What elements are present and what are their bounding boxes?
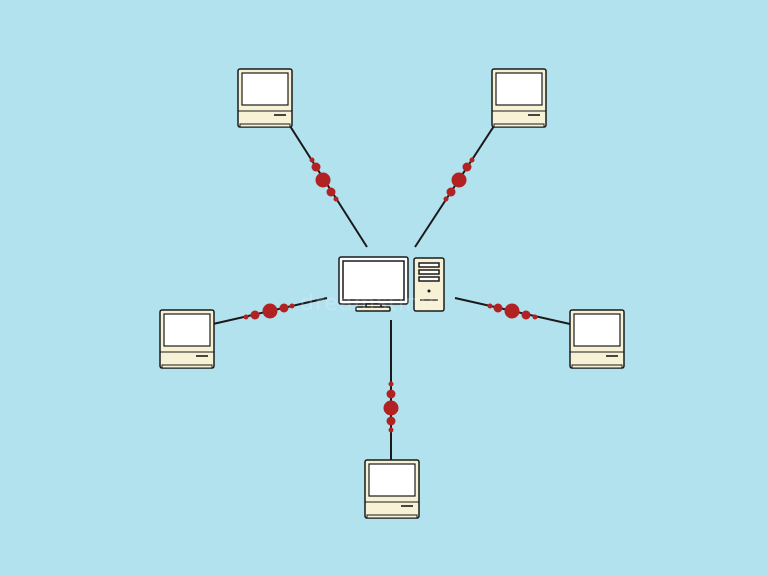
signal-dot — [462, 162, 472, 172]
signal-dot — [446, 187, 456, 197]
signal-dot — [451, 172, 467, 188]
signal-dot — [333, 196, 339, 202]
signal-dot — [383, 400, 399, 416]
desktop-workstation-icon — [338, 256, 445, 312]
signal-dot — [443, 196, 449, 202]
signal-dot — [289, 303, 295, 309]
terminal-icon — [569, 309, 625, 369]
terminal-base — [239, 123, 291, 128]
terminal-base — [571, 364, 623, 369]
signal-dot — [309, 157, 315, 163]
signal-dot — [279, 303, 289, 313]
link-top-left — [289, 125, 368, 248]
signal-dot — [326, 187, 336, 197]
drive-bay-2 — [418, 269, 440, 275]
link-top-right — [414, 125, 495, 248]
signal-bottom — [383, 381, 399, 433]
signal-right — [487, 303, 538, 320]
signal-dot — [504, 303, 520, 319]
monitor-stand — [355, 306, 391, 312]
signal-dot — [388, 427, 394, 433]
signal-dot — [250, 310, 260, 320]
watermark: dreamstime — [300, 291, 442, 316]
terminal-screen — [368, 463, 416, 497]
signal-dot — [521, 310, 531, 320]
signal-dot — [386, 389, 396, 399]
signal-left — [243, 303, 295, 320]
terminal-icon — [237, 68, 293, 128]
terminal-icon — [491, 68, 547, 128]
signal-dot — [487, 303, 493, 309]
monitor-screen — [342, 260, 405, 301]
drive-bay-1 — [418, 262, 440, 268]
signal-dot — [315, 172, 331, 188]
terminal-icon — [159, 309, 215, 369]
signal-dot — [469, 157, 475, 163]
terminal-screen — [241, 72, 289, 106]
signal-top-right — [443, 157, 475, 202]
terminal-screen — [163, 313, 211, 347]
terminal-base — [161, 364, 213, 369]
signal-dot — [262, 303, 278, 319]
terminal-screen — [495, 72, 543, 106]
signal-dots — [243, 157, 538, 433]
terminal-base — [493, 123, 545, 128]
terminal-base — [366, 514, 418, 519]
power-led — [427, 289, 431, 293]
signal-dot — [311, 162, 321, 172]
terminal-screen — [573, 313, 621, 347]
signal-dot — [388, 381, 394, 387]
signal-dot — [243, 314, 249, 320]
signal-top-left — [309, 157, 339, 202]
signal-dot — [386, 416, 396, 426]
signal-dot — [493, 303, 503, 313]
terminal-icon — [364, 459, 420, 519]
signal-dot — [532, 314, 538, 320]
drive-bay-3 — [418, 276, 440, 282]
client-terminals — [159, 68, 625, 519]
